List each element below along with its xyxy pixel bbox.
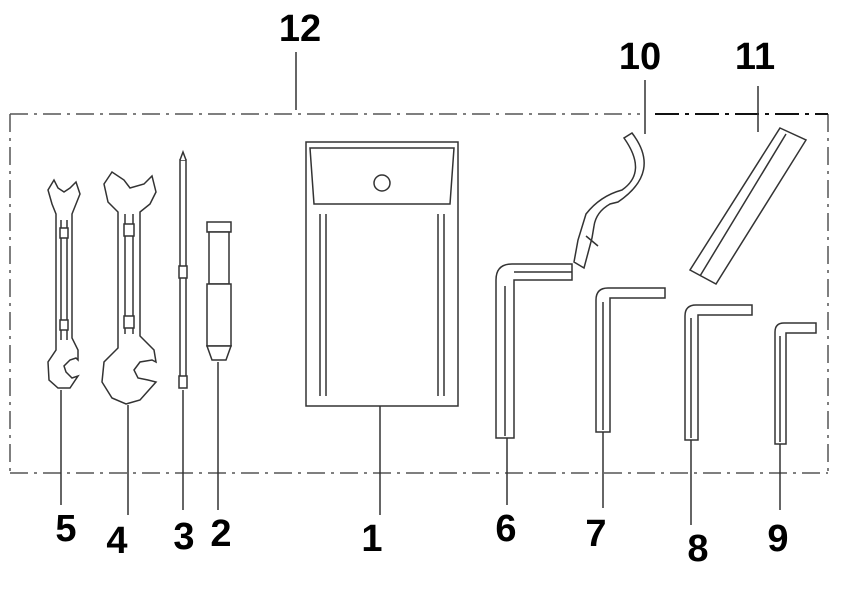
hex-key-9 (774, 322, 817, 445)
callout-11: 11 (734, 36, 776, 78)
callout-1: 1 (361, 518, 383, 560)
hook-spanner (573, 132, 645, 270)
hex-key-7 (595, 287, 666, 433)
callout-5: 5 (55, 508, 77, 550)
callout-2: 2 (210, 513, 232, 555)
flat-bar (688, 127, 808, 285)
callout-8: 8 (687, 528, 709, 570)
wrench-small (47, 178, 81, 389)
screwdriver (178, 149, 188, 389)
callout-4: 4 (106, 520, 128, 562)
callout-12: 12 (278, 8, 322, 50)
leader-lines (60, 52, 781, 525)
spark-plug-socket (205, 221, 233, 361)
kit-boundary (9, 113, 829, 474)
callout-6: 6 (495, 508, 517, 550)
hex-key-6 (495, 263, 573, 439)
callout-10: 10 (618, 36, 662, 78)
wrench-large (101, 170, 158, 405)
tool-pouch (305, 141, 459, 407)
callout-7: 7 (585, 513, 607, 555)
callout-9: 9 (767, 518, 789, 560)
callout-3: 3 (173, 516, 195, 558)
hex-key-8 (684, 304, 753, 441)
